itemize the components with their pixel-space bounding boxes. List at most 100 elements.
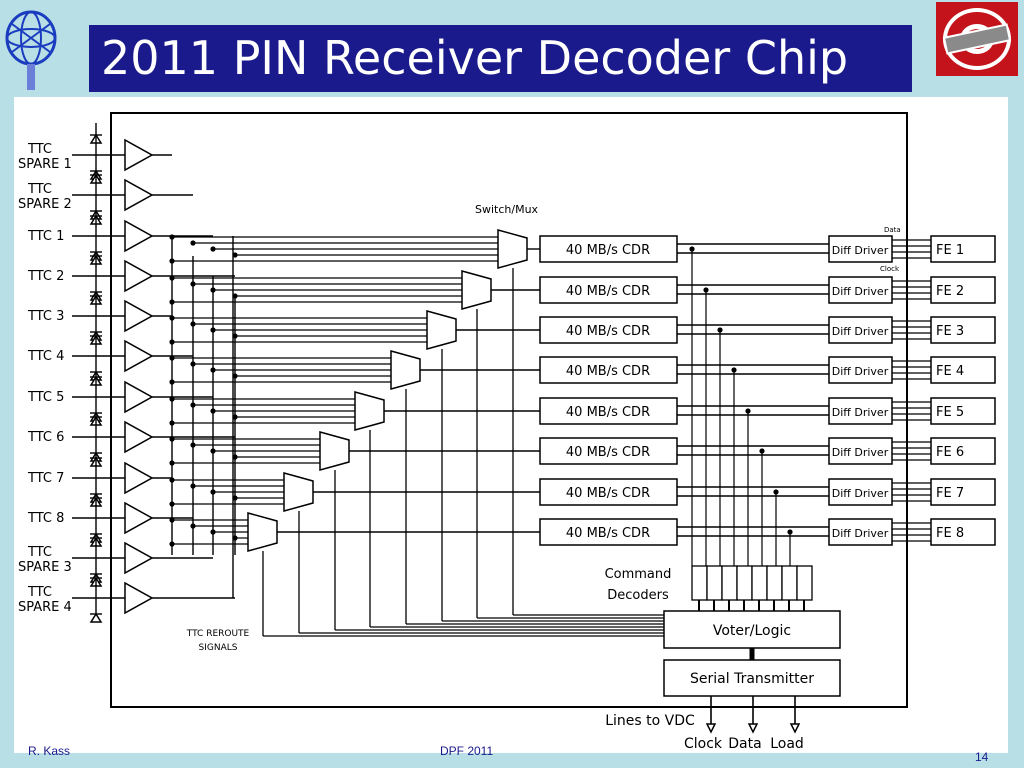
input-label: TTC 5 (27, 390, 64, 405)
junction-dot (190, 240, 196, 246)
diff-driver-label: Diff Driver (832, 325, 889, 338)
fe-output-label: FE 4 (936, 364, 964, 379)
junction-dot (703, 287, 709, 293)
footer-conference: DPF 2011 (440, 744, 494, 758)
input-label: TTC 7 (27, 471, 64, 486)
command-decoder-cell (706, 565, 723, 601)
fe-output-label: FE 1 (936, 243, 964, 258)
fe-output-box (930, 235, 996, 263)
data-small-label: Data (884, 226, 901, 234)
cdr-label: 40 MB/s CDR (566, 445, 650, 460)
cdr-label: 40 MB/s CDR (566, 405, 650, 420)
input-label: TTC (27, 142, 52, 157)
buffer-triangle (124, 178, 154, 212)
fe-output-label: FE 8 (936, 526, 964, 541)
cdr-label: 40 MB/s CDR (566, 284, 650, 299)
junction-dot (210, 246, 216, 252)
cdr-box (539, 276, 678, 304)
diff-driver-label: Diff Driver (832, 285, 889, 298)
junction-dot (773, 489, 779, 495)
command-decoder-cell (736, 565, 753, 601)
buffer-triangle (124, 581, 154, 615)
cdr-box (539, 397, 678, 425)
input-label: TTC 3 (27, 309, 64, 324)
fe-output-box (930, 356, 996, 384)
buffer-triangle (124, 299, 154, 333)
fe-output-box (930, 437, 996, 465)
buffer-triangle (124, 219, 154, 253)
cdr-box (539, 437, 678, 465)
fe-output-box (930, 518, 996, 546)
fe-output-label: FE 2 (936, 284, 964, 299)
buffer-triangle (124, 138, 154, 172)
diff-driver-label: Diff Driver (832, 446, 889, 459)
junction-dot (745, 408, 751, 414)
clock-small-label: Clock (880, 265, 900, 273)
arrow-head-icon (789, 723, 801, 734)
buffer-triangle (124, 541, 154, 575)
input-label: TTC 4 (27, 349, 64, 364)
fe-output-label: FE 5 (936, 405, 964, 420)
buffer-triangle (124, 420, 154, 454)
buffer-triangle (124, 501, 154, 535)
arrow-head-icon (705, 723, 717, 734)
input-label: TTC 2 (27, 269, 64, 284)
command-decoder-cell (751, 565, 768, 601)
input-label: TTC 8 (27, 511, 64, 526)
fe-output-box (930, 276, 996, 304)
cdr-box (539, 316, 678, 344)
serial-transmitter-label: Serial Transmitter (690, 671, 814, 687)
diff-driver-box (828, 276, 893, 304)
vdc-output-label: Load (770, 736, 804, 752)
cdr-label: 40 MB/s CDR (566, 526, 650, 541)
diff-driver-box (828, 397, 893, 425)
ohio-state-logo-icon (936, 2, 1018, 76)
buffer-triangle (124, 259, 154, 293)
input-label: TTC 6 (27, 430, 64, 445)
junction-dot (731, 367, 737, 373)
command-decoder-cell (691, 565, 708, 601)
command-decoders-label: Command (605, 567, 672, 582)
junction-dot (787, 529, 793, 535)
command-decoder-cell (781, 565, 798, 601)
diff-driver-box (828, 478, 893, 506)
diff-driver-box (828, 356, 893, 384)
buffer-triangle (124, 339, 154, 373)
input-label: TTC (27, 182, 52, 197)
input-label: SPARE 4 (18, 600, 72, 615)
fe-output-box (930, 478, 996, 506)
diff-driver-box (828, 437, 893, 465)
input-label: TTC (27, 545, 52, 560)
junction-dot (689, 246, 695, 252)
footer-author: R. Kass (28, 744, 71, 758)
cdr-label: 40 MB/s CDR (566, 486, 650, 501)
diff-driver-box (828, 235, 893, 263)
input-label: TTC (27, 585, 52, 600)
fe-output-box (930, 316, 996, 344)
serial-transmitter-box (663, 659, 841, 697)
fe-output-label: FE 6 (936, 445, 964, 460)
command-decoder-cell (796, 565, 813, 601)
input-label: SPARE 1 (18, 157, 72, 172)
input-label: TTC 1 (27, 229, 64, 244)
fe-output-label: FE 7 (936, 486, 964, 501)
slide-title: 2011 PIN Receiver Decoder Chip (89, 25, 912, 92)
fe-output-box (930, 397, 996, 425)
switch-mux-label: Switch/Mux (475, 203, 539, 216)
diff-driver-label: Diff Driver (832, 527, 889, 540)
page-number: 14 (975, 750, 989, 764)
junction-dot (717, 327, 723, 333)
cdr-box (539, 235, 678, 263)
command-decoders-label: Decoders (607, 588, 669, 603)
command-decoder-cell (721, 565, 738, 601)
cdr-label: 40 MB/s CDR (566, 324, 650, 339)
command-decoder-cell (766, 565, 783, 601)
diff-driver-label: Diff Driver (832, 365, 889, 378)
atlas-logo-icon (2, 2, 60, 92)
diff-driver-box (828, 518, 893, 546)
buffer-triangle (124, 380, 154, 414)
input-label: SPARE 2 (18, 197, 72, 212)
diode-icon (89, 612, 103, 623)
diff-driver-box (828, 316, 893, 344)
